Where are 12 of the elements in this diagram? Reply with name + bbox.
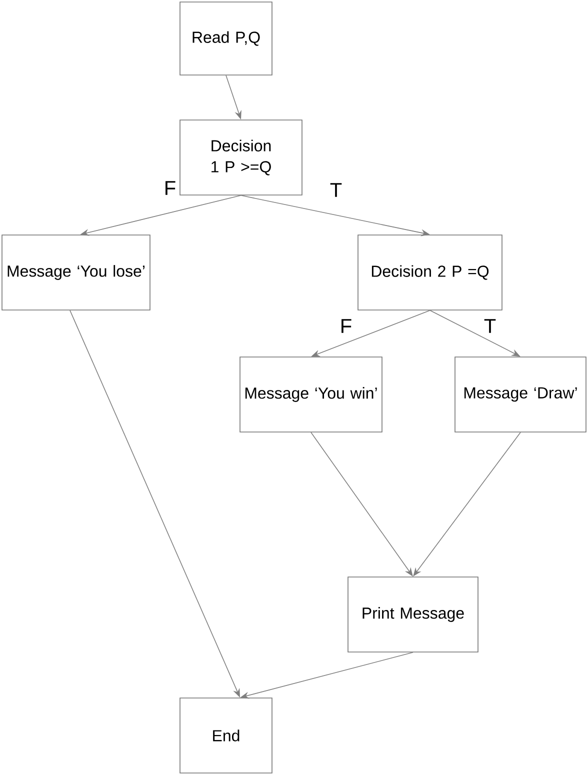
edge-label: T bbox=[482, 318, 498, 334]
process-box: Read P,Q bbox=[180, 2, 272, 76]
edge-label: F bbox=[338, 318, 354, 334]
process-box: Decision 1 P >=Q bbox=[180, 120, 302, 196]
process-box: Print Message bbox=[348, 576, 478, 652]
process-box: Message ‘Draw’ bbox=[454, 356, 586, 432]
process-box: End bbox=[180, 698, 272, 774]
edge-label: T bbox=[328, 182, 344, 198]
process-box: Decision 2 P =Q bbox=[358, 234, 502, 310]
edge-label: F bbox=[162, 180, 178, 196]
process-box: Message ‘You lose’ bbox=[2, 234, 150, 310]
process-box: Message ‘You win’ bbox=[240, 356, 382, 432]
